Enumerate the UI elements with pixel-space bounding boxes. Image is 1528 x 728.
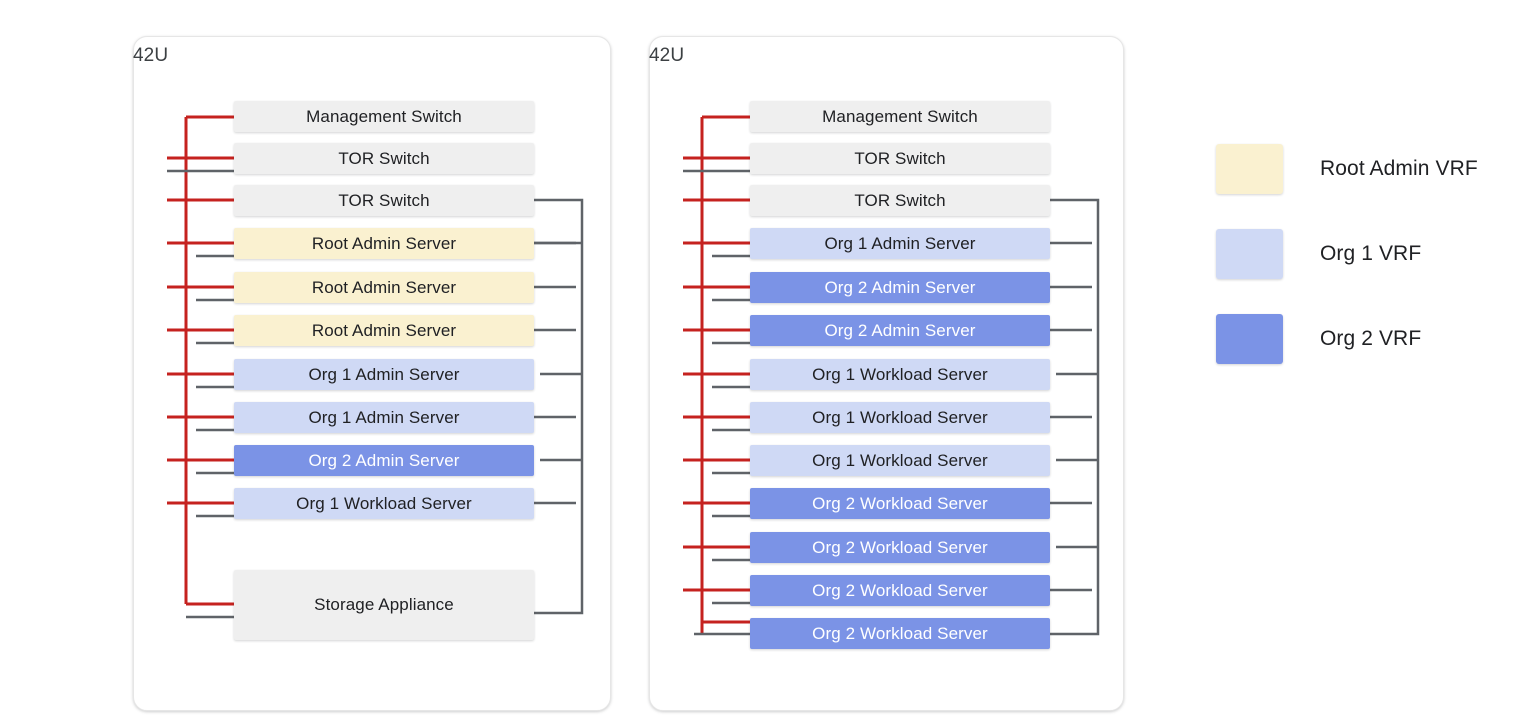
rack2-unit-tor-switch-1[interactable]: TOR Switch [750,143,1050,174]
rack-unit-label: Org 1 Workload Server [812,450,988,470]
rack-capacity-label-1: 42U [133,45,169,66]
rack-unit-label: Org 2 Workload Server [812,580,988,600]
legend-item-org1-vrf: Org 1 VRF [1216,229,1516,279]
rack-unit-label: TOR Switch [854,148,946,168]
rack-unit-label: Org 2 Workload Server [812,537,988,557]
legend-label: Org 2 VRF [1320,327,1422,350]
rack-unit-label: Root Admin Server [311,320,457,340]
rack-unit-label: TOR Switch [338,190,430,210]
rack-unit-label: Management Switch [822,106,978,126]
rack2-unit-org1-admin-server-1[interactable]: Org 1 Admin Server [750,228,1050,259]
rack-unit-root-admin-server-3[interactable]: Root Admin Server [234,315,534,346]
rack2-unit-org2-admin-server-2[interactable]: Org 2 Admin Server [750,315,1050,346]
rack-unit-label: Org 2 Admin Server [824,320,976,340]
legend-item-root-admin-vrf: Root Admin VRF [1216,144,1516,194]
rack-unit-label: Storage Appliance [314,595,454,614]
legend: Root Admin VRF Org 1 VRF Org 2 VRF [1216,144,1516,399]
rack2-unit-org1-workload-server-1[interactable]: Org 1 Workload Server [750,359,1050,390]
rack-unit-root-admin-server-1[interactable]: Root Admin Server [234,228,534,259]
rack-unit-org2-admin-server-1[interactable]: Org 2 Admin Server [234,445,534,476]
legend-swatch-org1-vrf [1216,229,1283,279]
legend-swatch-org2-vrf [1216,314,1283,364]
rack2-unit-org2-workload-server-3[interactable]: Org 2 Workload Server [750,575,1050,606]
rack-unit-label: Org 2 Admin Server [308,450,460,470]
rack2-unit-tor-switch-2[interactable]: TOR Switch [750,185,1050,216]
rack2-unit-org2-admin-server-1[interactable]: Org 2 Admin Server [750,272,1050,303]
rack-unit-label: Management Switch [306,106,462,126]
rack-capacity-label-2: 42U [649,45,685,66]
legend-item-org2-vrf: Org 2 VRF [1216,314,1516,364]
rack-unit-label: Org 1 Workload Server [296,493,472,513]
rack-unit-label: Org 2 Workload Server [812,623,988,643]
rack-unit-label: Org 2 Workload Server [812,493,988,513]
rack-unit-label: Org 1 Workload Server [812,407,988,427]
rack-unit-label: TOR Switch [854,190,946,210]
rack2-unit-management-switch[interactable]: Management Switch [750,101,1050,132]
rack-unit-label: Root Admin Server [311,233,457,253]
rack-unit-label: Org 1 Admin Server [824,233,976,253]
rack-unit-management-switch[interactable]: Management Switch [234,101,534,132]
rack-unit-org1-admin-server-2[interactable]: Org 1 Admin Server [234,402,534,433]
rack-unit-storage-appliance[interactable]: Storage Appliance [234,570,534,640]
rack-unit-label: Root Admin Server [311,277,457,297]
rack2-unit-org2-workload-server-4[interactable]: Org 2 Workload Server [750,618,1050,649]
rack-unit-label: Org 1 Workload Server [812,364,988,384]
rack2-unit-org2-workload-server-2[interactable]: Org 2 Workload Server [750,532,1050,563]
rack-unit-label: Org 1 Admin Server [308,364,460,384]
legend-label: Org 1 VRF [1320,242,1422,265]
legend-label: Root Admin VRF [1320,157,1478,180]
rack-unit-tor-switch-1[interactable]: TOR Switch [234,143,534,174]
rack-unit-label: Org 2 Admin Server [824,277,976,297]
rack-unit-root-admin-server-2[interactable]: Root Admin Server [234,272,534,303]
rack-unit-label: TOR Switch [338,148,430,168]
rack2-unit-org1-workload-server-2[interactable]: Org 1 Workload Server [750,402,1050,433]
rack2-unit-org2-workload-server-1[interactable]: Org 2 Workload Server [750,488,1050,519]
rack-unit-label: Org 1 Admin Server [308,407,460,427]
rack-unit-tor-switch-2[interactable]: TOR Switch [234,185,534,216]
rack2-unit-org1-workload-server-3[interactable]: Org 1 Workload Server [750,445,1050,476]
rack-unit-org1-workload-server-1[interactable]: Org 1 Workload Server [234,488,534,519]
legend-swatch-root-admin-vrf [1216,144,1283,194]
rack-unit-org1-admin-server-1[interactable]: Org 1 Admin Server [234,359,534,390]
